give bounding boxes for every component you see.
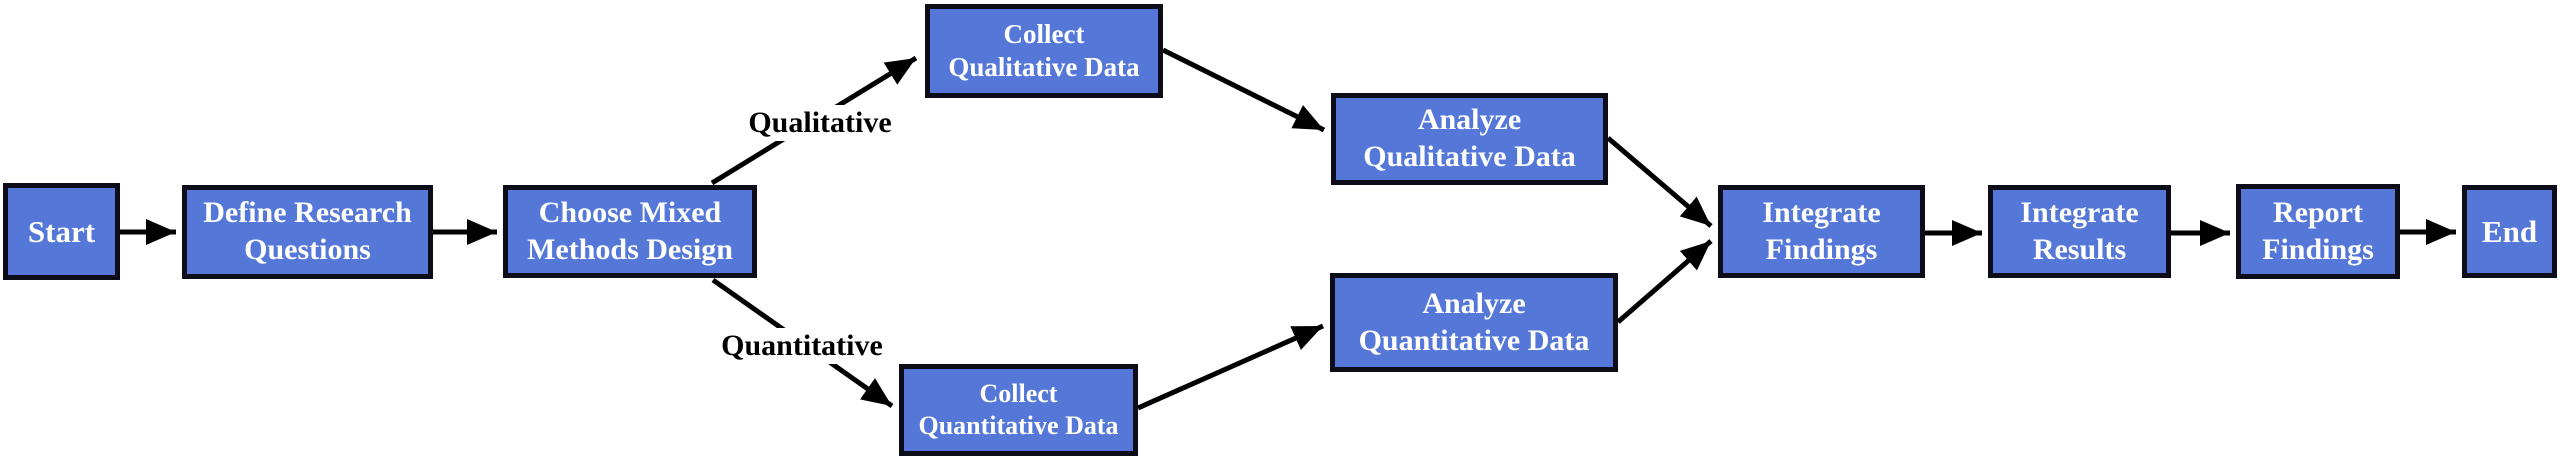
- node-integrate-findings: Integrate Findings: [1718, 185, 1925, 278]
- node-integrate-results: Integrate Results: [1988, 185, 2171, 278]
- node-collect-qualitative-data: Collect Qualitative Data: [925, 4, 1163, 98]
- node-collect-quantitative-data: Collect Quantitative Data: [899, 364, 1138, 456]
- edge-collect-qual-analyze-qual: [1161, 47, 1326, 133]
- node-analyze-quantitative-data: Analyze Quantitative Data: [1330, 273, 1618, 372]
- edge-label-qualitative: Qualitative: [743, 105, 897, 141]
- edge-label-quantitative: Quantitative: [716, 328, 888, 364]
- node-end-label: End: [2481, 213, 2538, 249]
- node-report-findings-label: Report Findings: [2262, 195, 2374, 266]
- edge-collect-quant-analyze-quant: [1136, 323, 1325, 411]
- node-define-label: Define Research Questions: [203, 196, 412, 266]
- edge-analyze-quant-integrate: [1616, 239, 1713, 324]
- node-integrate-results-label: Integrate Results: [2020, 195, 2139, 266]
- node-choose-mixed-methods-design: Choose Mixed Methods Design: [503, 185, 757, 278]
- node-analyze-qual-label: Analyze Qualitative Data: [1363, 103, 1576, 173]
- node-define-research-questions: Define Research Questions: [182, 185, 433, 279]
- node-analyze-qualitative-data: Analyze Qualitative Data: [1331, 93, 1608, 185]
- node-collect-quant-label: Collect Quantitative Data: [918, 379, 1119, 440]
- node-choose-label: Choose Mixed Methods Design: [527, 195, 733, 266]
- edge-analyze-qual-integrate: [1606, 136, 1713, 228]
- node-analyze-quant-label: Analyze Quantitative Data: [1358, 286, 1590, 357]
- node-start-label: Start: [27, 213, 96, 249]
- node-report-findings: Report Findings: [2236, 184, 2400, 279]
- node-integrate-findings-label: Integrate Findings: [1762, 195, 1881, 266]
- node-start: Start: [3, 183, 120, 280]
- node-collect-qual-label: Collect Qualitative Data: [948, 19, 1140, 82]
- node-end: End: [2462, 185, 2557, 278]
